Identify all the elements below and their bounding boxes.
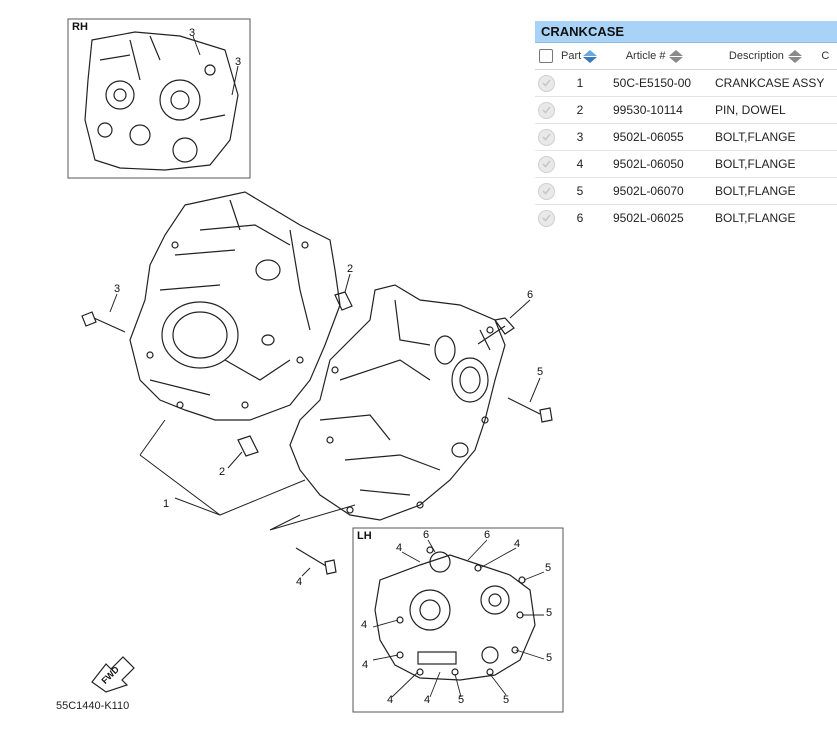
callout-lh-6a[interactable]: 6 (423, 529, 430, 541)
table-row[interactable]: 3 9502L-06055 BOLT,FLANGE (535, 124, 837, 151)
callout-lh-6b[interactable]: 6 (484, 529, 491, 541)
diagram-drawing (67, 18, 564, 713)
parts-list-panel: CRANKCASE Part Article # Description C 1… (535, 21, 837, 231)
callout-lh-5c[interactable]: 5 (546, 652, 553, 664)
callout-rh-3a[interactable]: 3 (189, 27, 196, 39)
column-header-article[interactable]: Article # (602, 49, 708, 63)
parts-table-header: Part Article # Description C (535, 43, 837, 70)
callout-rh-3b[interactable]: 3 (235, 56, 242, 68)
callout-3[interactable]: 3 (114, 283, 121, 295)
table-row[interactable]: 6 9502L-06025 BOLT,FLANGE (535, 205, 837, 231)
callout-lh-4d[interactable]: 4 (362, 659, 369, 671)
parts-list-title: CRANKCASE (535, 21, 837, 43)
callout-lh-4e[interactable]: 4 (387, 694, 394, 706)
column-header-part[interactable]: Part (557, 49, 602, 63)
cell-description: BOLT,FLANGE (715, 157, 796, 171)
check-circle-icon[interactable] (537, 182, 555, 200)
cell-article: 9502L-06025 (613, 211, 684, 225)
cell-part: 3 (576, 130, 584, 144)
cell-description: BOLT,FLANGE (715, 130, 796, 144)
check-circle-icon[interactable] (537, 128, 555, 146)
cell-article: 9502L-06070 (613, 184, 684, 198)
cell-part: 5 (576, 184, 584, 198)
cell-part: 4 (576, 157, 584, 171)
callout-lh-5b[interactable]: 5 (546, 607, 553, 619)
select-all-checkbox[interactable] (538, 49, 553, 63)
table-row[interactable]: 4 9502L-06050 BOLT,FLANGE (535, 151, 837, 178)
callout-1[interactable]: 1 (163, 498, 170, 510)
cell-article: 9502L-06055 (613, 130, 684, 144)
sort-arrows-icon[interactable] (583, 49, 598, 63)
cell-description: BOLT,FLANGE (715, 184, 796, 198)
callout-lh-5a[interactable]: 5 (545, 562, 552, 574)
cell-description: BOLT,FLANGE (715, 211, 796, 225)
callout-6[interactable]: 6 (527, 289, 534, 301)
callout-2a[interactable]: 2 (347, 263, 354, 275)
callout-lh-5d[interactable]: 5 (458, 694, 465, 706)
figure-code: 55C1440-K110 (56, 700, 130, 712)
cell-part: 2 (576, 103, 584, 117)
callout-lh-4a[interactable]: 4 (396, 542, 403, 554)
cell-description: CRANKCASE ASSY (715, 76, 825, 90)
table-row[interactable]: 1 50C-E5150-00 CRANKCASE ASSY (535, 70, 837, 97)
callout-lh-4b[interactable]: 4 (514, 538, 521, 550)
column-header-description[interactable]: Description (708, 49, 820, 63)
cell-description: PIN, DOWEL (715, 103, 786, 117)
check-circle-icon[interactable] (537, 155, 555, 173)
callout-lh-5e[interactable]: 5 (503, 694, 510, 706)
cell-part: 6 (576, 211, 584, 225)
inset-lh-label: LH (357, 530, 372, 542)
callout-4[interactable]: 4 (296, 576, 303, 588)
column-header-more[interactable]: C (821, 50, 830, 62)
callout-lh-4f[interactable]: 4 (424, 694, 431, 706)
callout-lh-4c[interactable]: 4 (361, 619, 368, 631)
callout-2b[interactable]: 2 (219, 466, 226, 478)
check-circle-icon[interactable] (537, 74, 555, 92)
inset-rh-label: RH (72, 21, 88, 33)
table-row[interactable]: 2 99530-10114 PIN, DOWEL (535, 97, 837, 124)
check-circle-icon[interactable] (537, 101, 555, 119)
callout-5[interactable]: 5 (537, 366, 544, 378)
sort-arrows-icon[interactable] (669, 49, 684, 63)
exploded-parts-diagram: RH LH 3 3 3 2 2 1 6 5 4 6 6 4 4 4 4 4 4 … (56, 18, 564, 713)
cell-article: 99530-10114 (613, 103, 683, 117)
sort-arrows-icon[interactable] (787, 49, 802, 63)
cell-part: 1 (576, 76, 584, 90)
parts-table-body: 1 50C-E5150-00 CRANKCASE ASSY 2 99530-10… (535, 70, 837, 231)
cell-article: 50C-E5150-00 (613, 76, 692, 90)
cell-article: 9502L-06050 (613, 157, 684, 171)
check-circle-icon[interactable] (537, 209, 555, 227)
table-row[interactable]: 5 9502L-06070 BOLT,FLANGE (535, 178, 837, 205)
